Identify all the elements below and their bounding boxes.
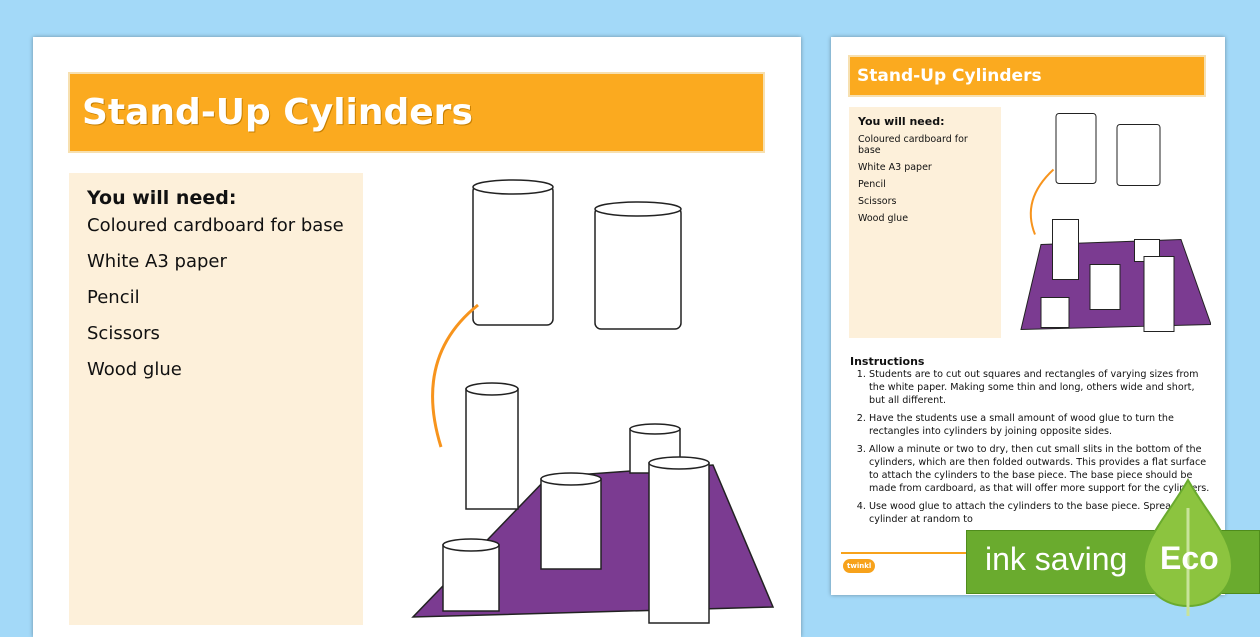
preview-page-small: Stand-Up Cylinders You will need: Colour… <box>831 37 1225 595</box>
material-item: White A3 paper <box>87 251 227 272</box>
cylinders-illustration <box>411 179 775 624</box>
material-item: Coloured cardboard for base <box>858 134 968 156</box>
instruction-step: Have the students use a small amount of … <box>869 412 1210 438</box>
footer-divider <box>841 552 971 554</box>
page-title-small: Stand-Up Cylinders <box>848 55 1206 97</box>
material-item: Scissors <box>87 323 160 344</box>
material-item: Scissors <box>858 196 897 207</box>
material-item: Wood glue <box>858 213 909 224</box>
material-item: Pencil <box>858 179 886 190</box>
material-item: White A3 paper <box>858 162 932 173</box>
materials-heading: You will need: <box>87 187 237 209</box>
instruction-step: Allow a minute or two to dry, then cut s… <box>869 443 1210 495</box>
materials-panel-small: You will need: Coloured cardboard for ba… <box>849 107 1001 338</box>
eco-label: Eco <box>1160 540 1219 576</box>
material-item: Coloured cardboard for base <box>87 215 344 236</box>
instruction-step: Use wood glue to attach the cylinders to… <box>869 500 1210 526</box>
leaf-icon <box>1142 478 1234 616</box>
material-item: Wood glue <box>87 359 182 380</box>
preview-page-large: Stand-Up Cylinders You will need: Colour… <box>33 37 801 637</box>
instruction-step: Students are to cut out squares and rect… <box>869 368 1210 407</box>
ink-saving-label: ink saving <box>985 541 1128 577</box>
twinkl-logo: twinkl <box>843 559 876 573</box>
material-item: Pencil <box>87 287 140 308</box>
instructions-heading: Instructions <box>850 355 925 368</box>
cylinders-illustration-small <box>1020 113 1211 332</box>
page-title: Stand-Up Cylinders <box>68 72 765 153</box>
materials-panel: You will need: Coloured cardboard for ba… <box>69 173 363 625</box>
instructions: Instructions Students are to cut out squ… <box>850 355 1210 531</box>
materials-heading: You will need: <box>858 115 945 128</box>
